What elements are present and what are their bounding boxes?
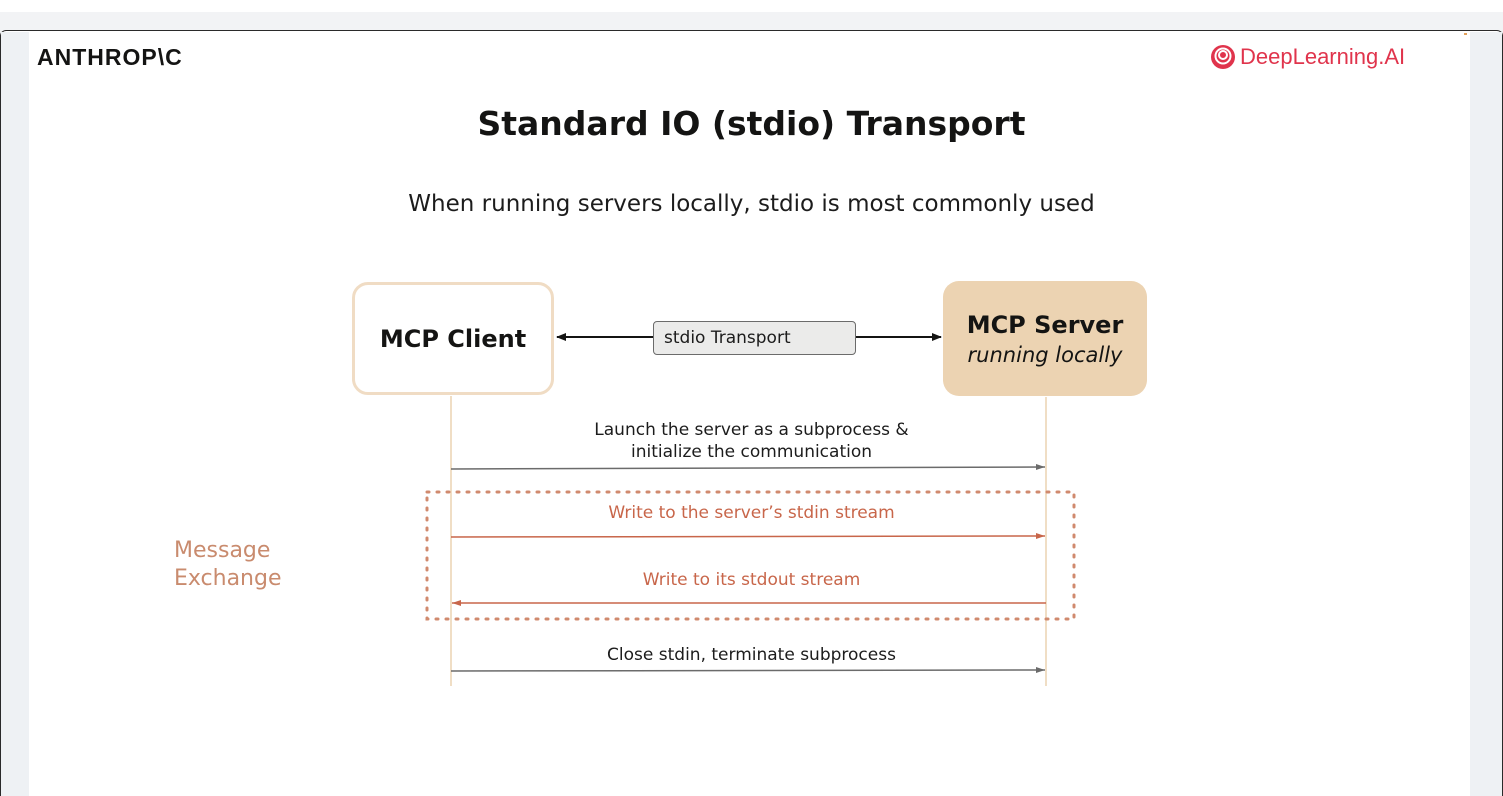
message-exchange-line2: Exchange [174,566,282,591]
deeplearning-logo-icon [1211,45,1235,69]
stdin-arrow [450,533,1046,540]
launch-message-line1: Launch the server as a subprocess & [594,420,909,440]
message-exchange-label: Message Exchange [174,537,282,593]
stdin-message-label: Write to the server’s stdin stream [608,503,895,523]
stdio-transport-label: stdio Transport [664,328,791,348]
slide-canvas [29,31,1470,796]
message-exchange-line1: Message [174,538,271,563]
right-gutter [1470,32,1502,796]
window-top-strip [0,0,1503,12]
close-message-label: Close stdin, terminate subprocess [607,645,896,665]
launch-message-label: Launch the server as a subprocess & init… [0,419,1503,463]
anthropic-logo: ANTHROP\C [37,44,183,70]
launch-message-line2: initialize the communication [630,442,873,462]
mcp-client-label: MCP Client [379,324,527,353]
stdout-message-label: Write to its stdout stream [642,570,861,590]
left-gutter [1,32,29,796]
slide-title: Standard IO (stdio) Transport [477,104,1026,143]
deeplearning-logo-text: DeepLearning.AI [1240,44,1406,69]
deeplearning-logo: DeepLearning.AI [1210,44,1405,70]
slide-subtitle: When running servers locally, stdio is m… [408,191,1095,217]
corner-mark [1464,33,1467,35]
mcp-server-label: MCP Server [966,310,1124,339]
close-arrow [450,667,1046,674]
mcp-server-sublabel: running locally [967,342,1123,367]
mcp-server-box: MCP Server running locally [943,281,1147,396]
launch-arrow [450,464,1046,471]
stdio-transport-box: stdio Transport [653,321,856,355]
mcp-client-box: MCP Client [352,282,554,395]
message-exchange-box [425,490,1076,621]
